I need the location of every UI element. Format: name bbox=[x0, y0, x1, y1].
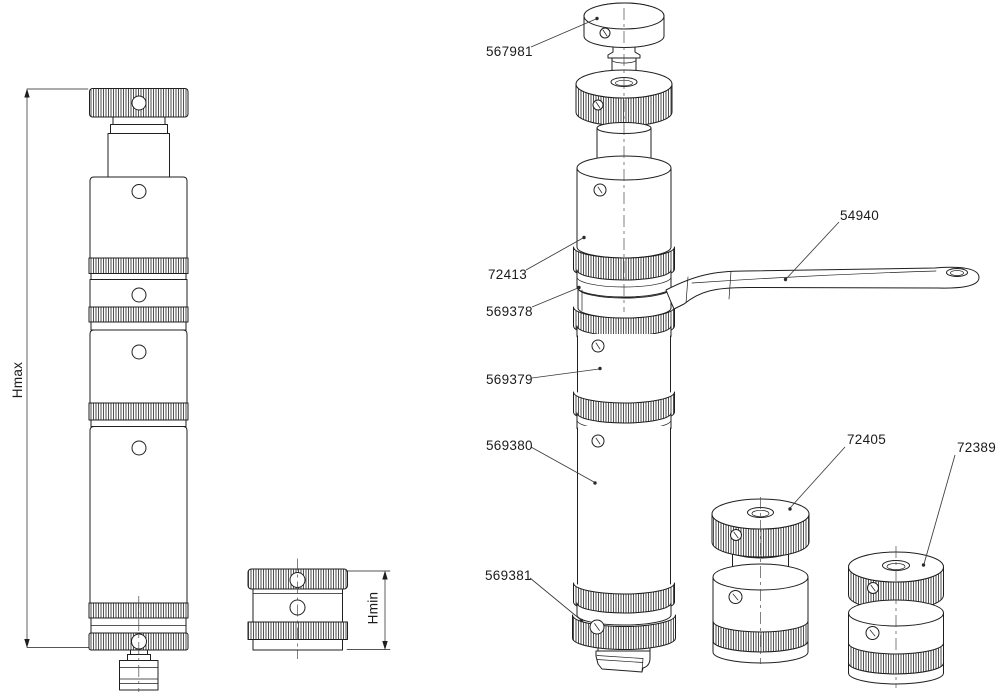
label-567981: 567981 bbox=[486, 16, 599, 59]
label-569381: 569381 bbox=[485, 568, 584, 623]
hmin-label: Hmin bbox=[366, 592, 381, 625]
part-number-72389: 72389 bbox=[957, 440, 996, 455]
part-number-72405: 72405 bbox=[847, 432, 886, 447]
part-number-569378: 569378 bbox=[486, 304, 533, 319]
part-number-72413: 72413 bbox=[488, 267, 527, 282]
hmin-part bbox=[247, 558, 348, 659]
exploded-lever-arm bbox=[665, 266, 980, 310]
label-569380: 569380 bbox=[486, 438, 597, 485]
label-569378: 569378 bbox=[486, 285, 581, 319]
part-number-569380: 569380 bbox=[486, 438, 533, 453]
exploded-middle-tube bbox=[573, 334, 675, 439]
front-view: Hmax bbox=[10, 88, 391, 692]
label-72389: 72389 bbox=[921, 440, 996, 567]
hmax-dimension: Hmax bbox=[10, 88, 97, 648]
label-72413: 72413 bbox=[488, 235, 586, 282]
part-number-569381: 569381 bbox=[485, 568, 532, 583]
exploded-lower-tube bbox=[573, 426, 675, 626]
hmax-label: Hmax bbox=[10, 362, 25, 398]
adapter-72405 bbox=[711, 497, 810, 664]
part-number-569379: 569379 bbox=[486, 372, 533, 387]
label-72405: 72405 bbox=[788, 432, 886, 511]
label-569379: 569379 bbox=[486, 366, 602, 387]
part-number-54940: 54940 bbox=[840, 208, 879, 223]
label-54940: 54940 bbox=[783, 208, 879, 282]
part-number-567981: 567981 bbox=[486, 44, 533, 59]
exploded-upper-tube bbox=[573, 155, 675, 298]
exploded-view: 567981 72413 569378 569379 569380 569381… bbox=[485, 2, 996, 688]
exploded-clamp-ring bbox=[577, 287, 672, 319]
adapter-72389 bbox=[848, 546, 944, 688]
hmin-dimension: Hmin bbox=[346, 570, 391, 650]
exploded-base-ring bbox=[572, 614, 676, 650]
front-view-column bbox=[88, 88, 189, 651]
